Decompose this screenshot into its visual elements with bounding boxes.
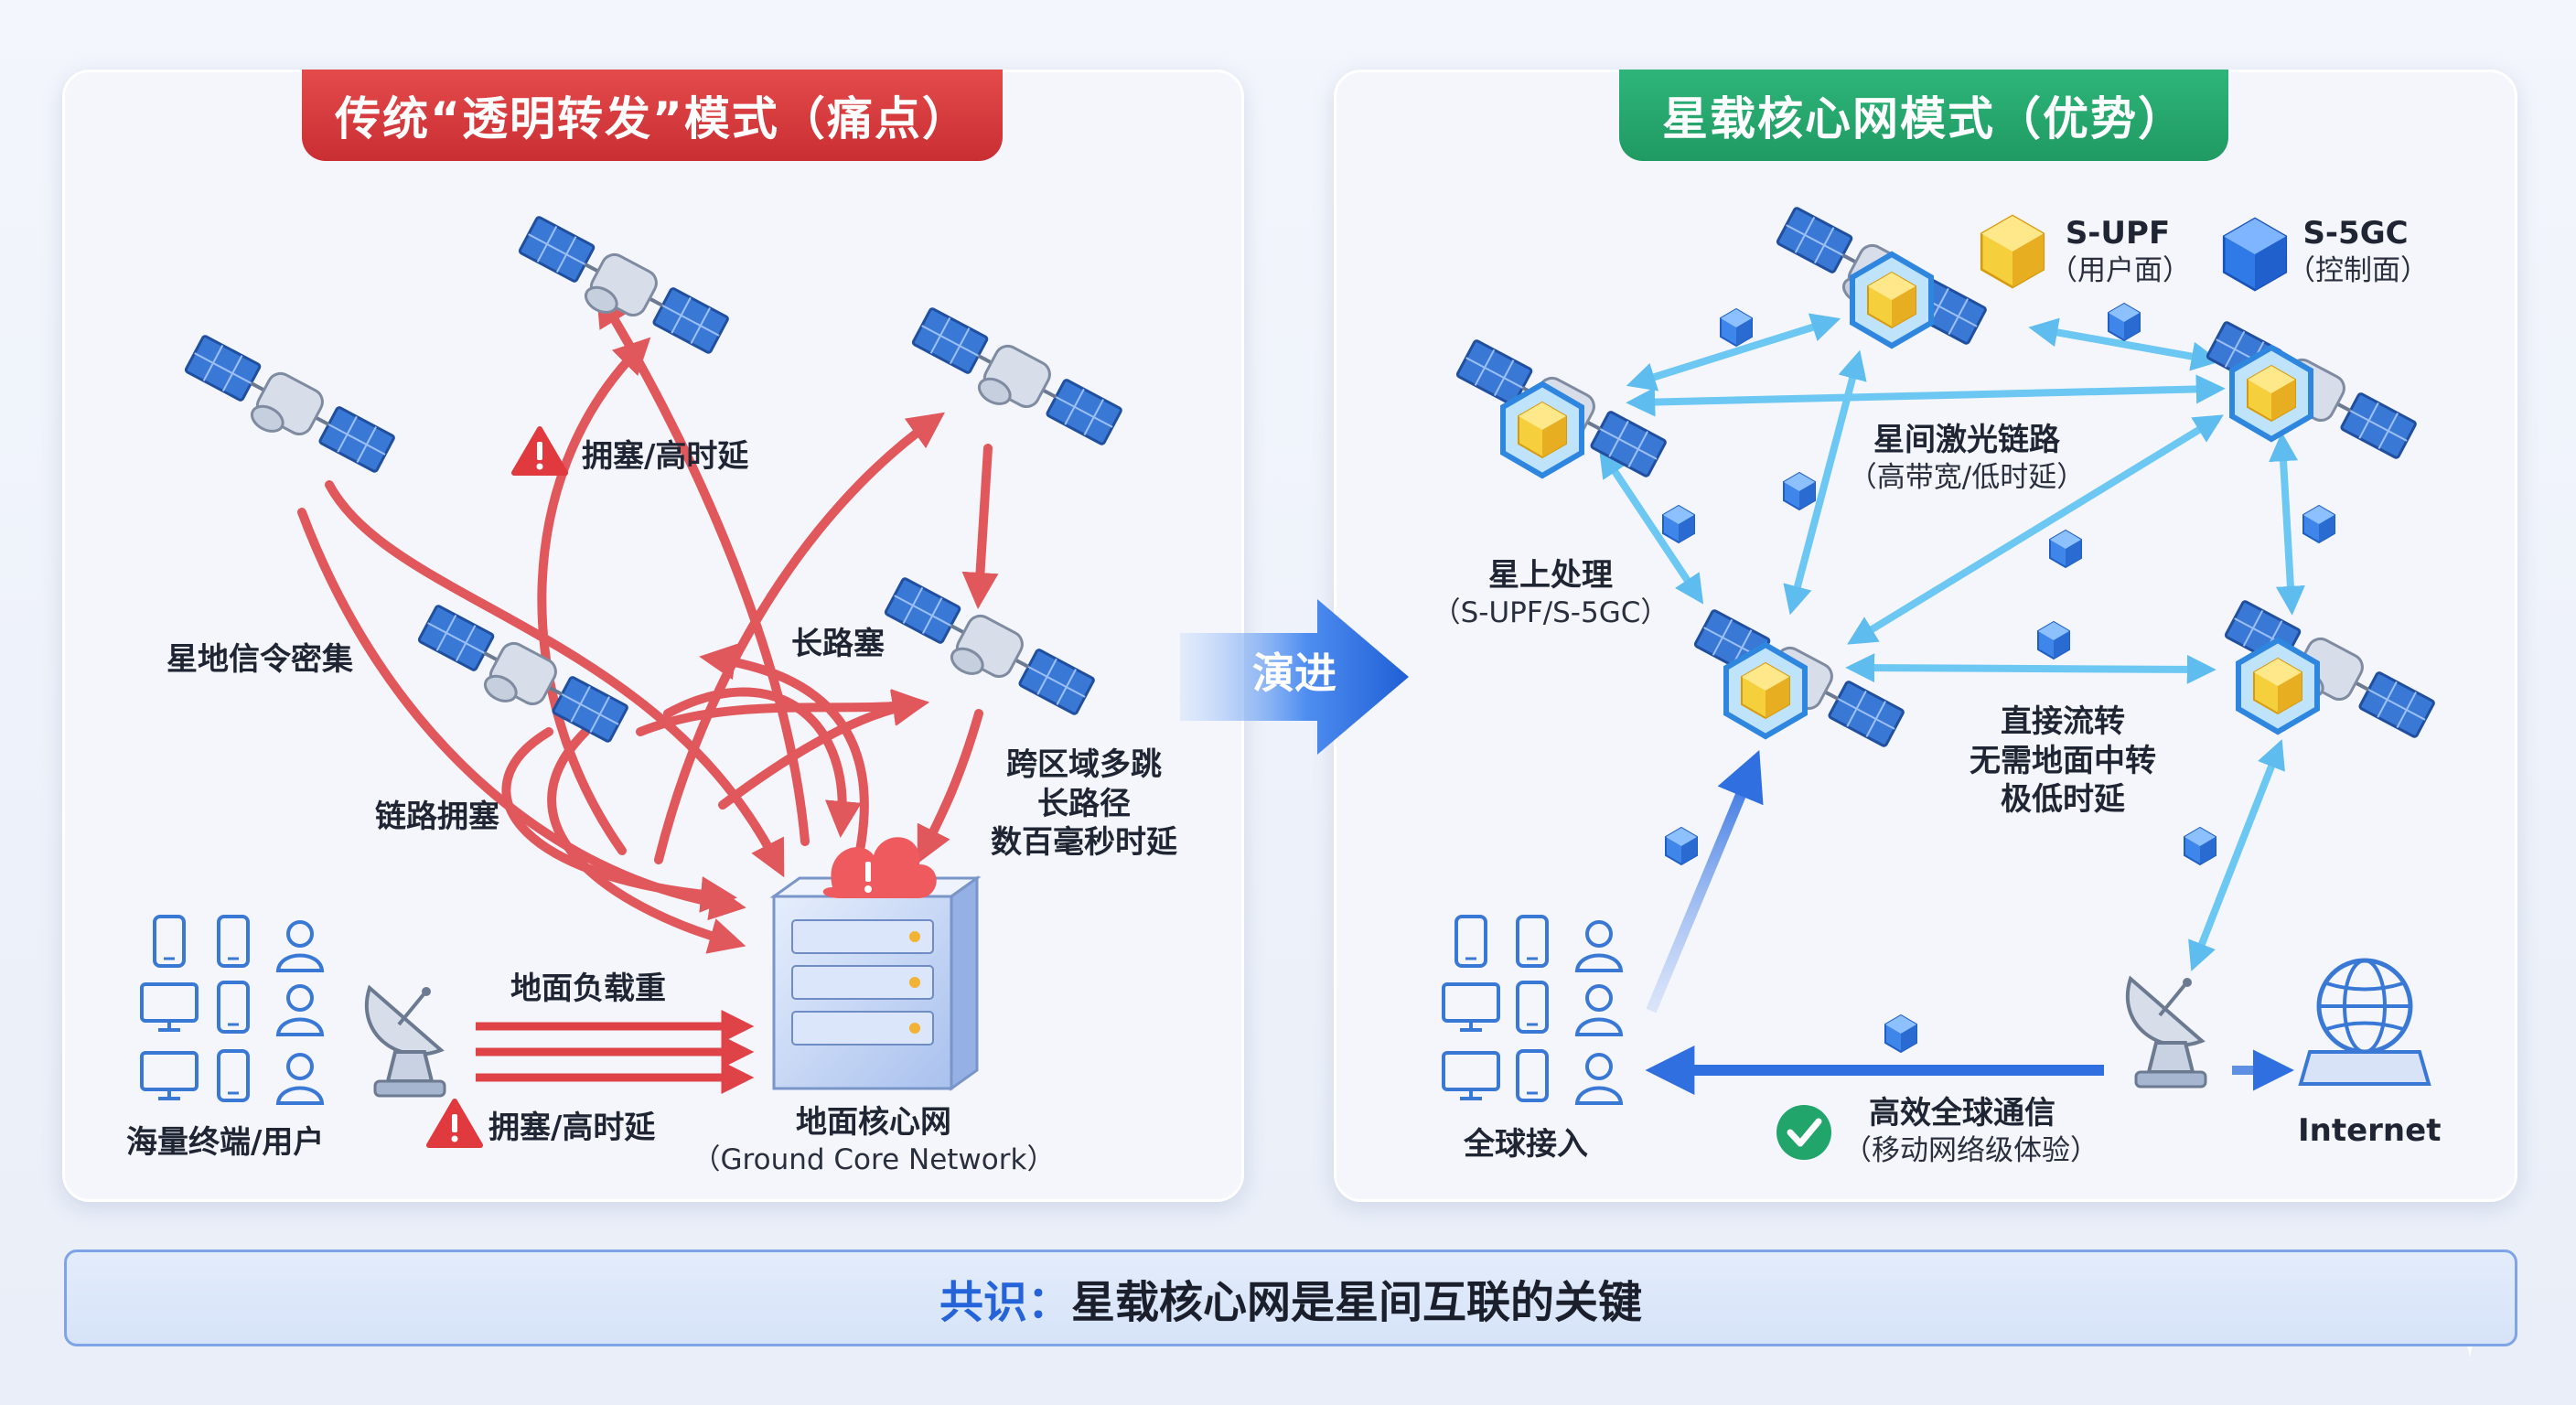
consensus-key: 共识： (939, 1277, 1071, 1328)
red-arrows (297, 289, 999, 954)
person-icon (1575, 984, 1623, 1036)
efficient-global-comm-title: 高效全球通信 (1869, 1095, 2055, 1132)
link-congestion-label: 链路拥塞 (375, 799, 499, 835)
ground-core-label: 地面核心网 （Ground Core Network） (682, 1103, 1066, 1177)
terminals-label: 海量终端/用户 (126, 1124, 325, 1161)
direct-forwarding-line-2: 无需地面中转 (1970, 742, 2156, 779)
evolve-label: 演进 (1252, 649, 1336, 698)
warning-icon (429, 1101, 480, 1145)
phone-icon (217, 1049, 250, 1102)
person-icon (276, 1053, 324, 1105)
laser-link-title: 星间激光链路 (1873, 422, 2060, 458)
satellite-icon (903, 303, 1126, 460)
phone-icon (1516, 1049, 1549, 1102)
laser-link-label: 星间激光链路 （高带宽/低时延） (1839, 421, 2095, 495)
congestion-bottom-label: 拥塞/高时延 (488, 1110, 656, 1146)
ground-core-title: 地面核心网 (796, 1104, 951, 1141)
onboard-processing-subtitle: （S-UPF/S-5GC） (1432, 595, 1669, 629)
satellite-icon (510, 211, 733, 369)
laser-links (1598, 313, 2305, 971)
ground-station-dish-icon (364, 985, 446, 1098)
warning-icon (514, 429, 565, 473)
efficient-global-comm-label: 高效全球通信 （移动网络级体验） (1843, 1094, 2098, 1168)
s-5gc-title: S-5GC (2302, 215, 2409, 252)
cross-region-line-3: 数百毫秒时延 (991, 824, 1177, 861)
onboard-core-title: 星载核心网模式（优势） (1619, 70, 2228, 161)
phone-icon (1516, 981, 1549, 1034)
laser-link-subtitle: （高带宽/低时延） (1848, 460, 2086, 494)
ground-core-subtitle: （Ground Core Network） (692, 1142, 1056, 1176)
s-5gc-label: S-5GC （控制面） (2287, 214, 2429, 288)
cross-region-line-2: 长路径 (1037, 785, 1131, 822)
phone-icon (1454, 915, 1487, 968)
ground-core-server-icon (769, 837, 982, 1091)
satellite-icon (176, 330, 399, 488)
internet-globe-icon (2298, 958, 2431, 1086)
onboard-core-node-icon (2238, 640, 2317, 732)
onboard-processing-title: 星上处理 (1488, 557, 1613, 594)
direct-forwarding-line-3: 极低时延 (2001, 781, 2125, 818)
traditional-mode-title: 传统“透明转发”模式（痛点） (302, 70, 1003, 161)
terminal-icons (140, 915, 324, 1105)
onboard-processing-label: 星上处理 （S-UPF/S-5GC） (1427, 556, 1674, 630)
onboard-core-node-icon (1852, 254, 1931, 346)
monitor-icon (1442, 982, 1500, 1032)
dense-signaling-label: 星地信令密集 (166, 641, 353, 678)
monitor-icon (140, 982, 199, 1032)
onboard-core-node-icon (1503, 384, 1582, 476)
check-icon (1776, 1105, 1831, 1160)
cross-region-label: 跨区域多跳 长路径 数百毫秒时延 (970, 745, 1198, 863)
person-icon (1575, 1053, 1623, 1105)
monitor-icon (1442, 1051, 1500, 1100)
monitor-icon (140, 1051, 199, 1100)
s-5gc-subtitle: （控制面） (2287, 253, 2429, 287)
direct-forwarding-label: 直接流转 无需地面中转 极低时延 (1939, 702, 2186, 820)
s-upf-title: S-UPF (2065, 215, 2171, 252)
phone-icon (217, 915, 250, 968)
s-upf-label: S-UPF （用户面） (2049, 214, 2191, 288)
person-icon (276, 984, 324, 1036)
long-route-label: 长路塞 (791, 626, 885, 662)
ground-load-label: 地面负载重 (510, 971, 666, 1007)
evolve-arrow (1180, 599, 1409, 755)
congestion-top-label: 拥塞/高时延 (582, 438, 749, 475)
terminal-icons (1442, 915, 1623, 1105)
ground-arrows (476, 1010, 755, 1094)
cross-region-line-1: 跨区域多跳 (1006, 746, 1162, 783)
global-access-label: 全球接入 (1464, 1126, 1588, 1163)
efficient-global-comm-subtitle: （移动网络级体验） (1843, 1133, 2098, 1167)
ground-station-dish-icon (2125, 976, 2207, 1089)
consensus-text: 星载核心网是星间互联的关键 (1071, 1277, 1643, 1328)
direct-forwarding-line-1: 直接流转 (2001, 703, 2125, 740)
internet-label: Internet (2298, 1112, 2442, 1149)
onboard-core-node-icon (1726, 645, 1805, 736)
consensus-banner: 共识： 星载核心网是星间互联的关键 (64, 1249, 2517, 1346)
onboard-core-node-icon (2232, 348, 2311, 439)
phone-icon (1516, 915, 1549, 968)
traditional-mode-panel (62, 70, 1244, 1202)
s-upf-cube-icon (1980, 214, 2045, 289)
phone-icon (153, 915, 186, 968)
person-icon (276, 920, 324, 972)
person-icon (1575, 920, 1623, 972)
s-upf-subtitle: （用户面） (2049, 253, 2191, 287)
access-uplink-arrow (1646, 750, 1764, 1014)
s-5gc-cube-icon (2222, 217, 2288, 292)
phone-icon (217, 981, 250, 1034)
